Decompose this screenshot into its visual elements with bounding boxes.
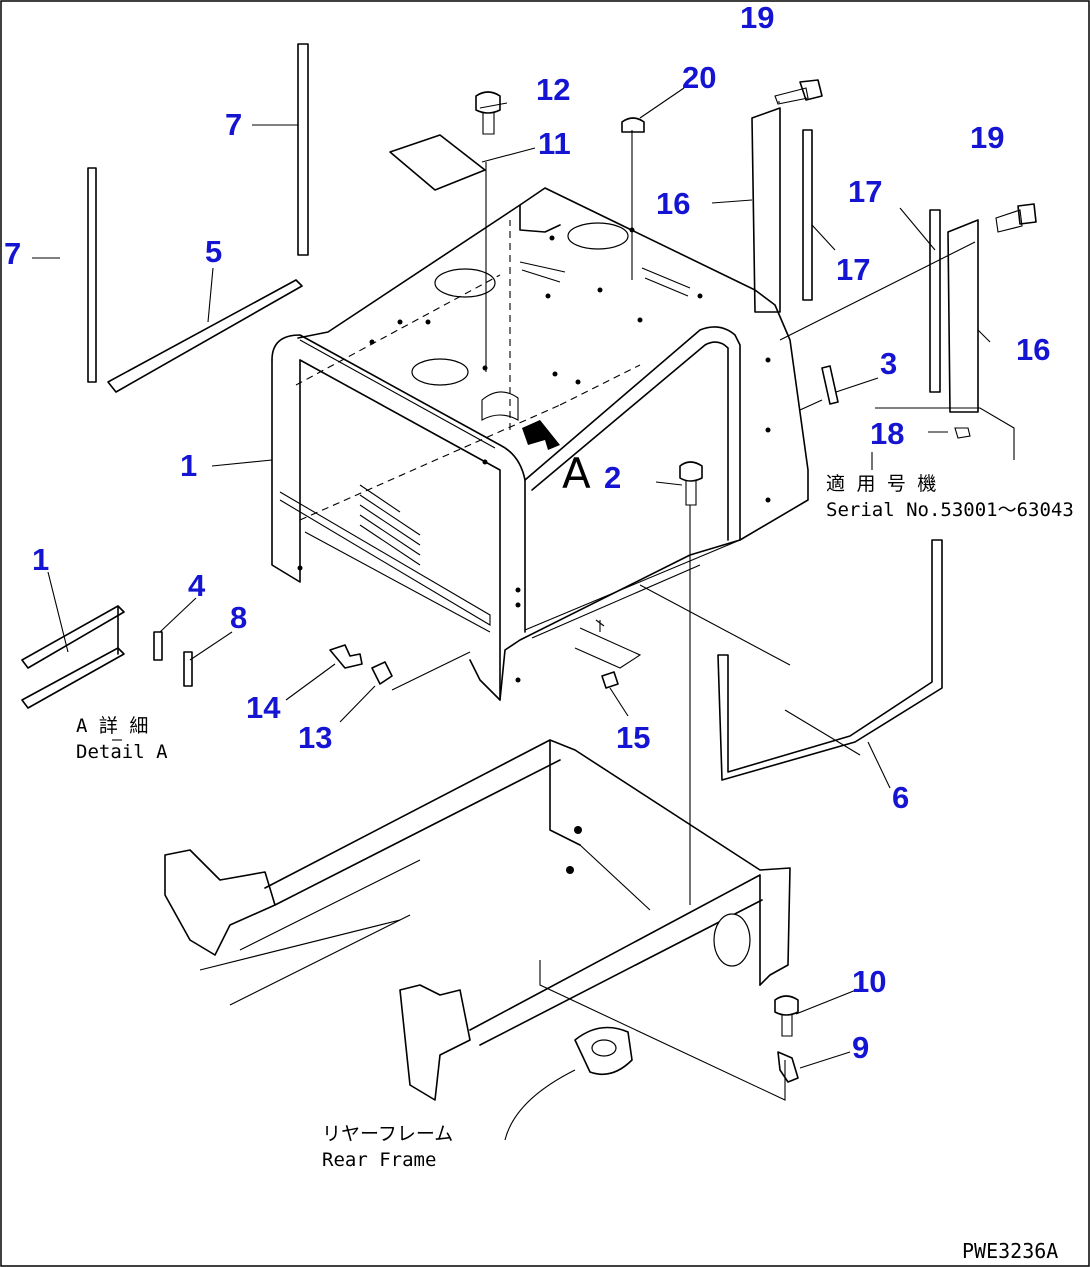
rear-frame <box>164 739 791 1141</box>
clip-9 <box>777 1051 799 1083</box>
callout-20: 20 <box>682 60 716 95</box>
callout-16-left: 16 <box>656 186 690 221</box>
callout-12: 12 <box>536 72 570 107</box>
callout-18: 18 <box>870 416 904 451</box>
seal-strip-5 <box>107 279 303 393</box>
engine-hood <box>271 187 809 701</box>
callout-7-left: 7 <box>4 236 21 271</box>
dashed-assembly-lines <box>295 220 641 521</box>
callout-15: 15 <box>616 720 650 755</box>
detail-a-arrow <box>522 420 560 450</box>
callout-17-lower: 17 <box>836 252 870 287</box>
callout-19-upper: 19 <box>740 0 774 35</box>
seal-strip-17-right <box>929 209 941 393</box>
serial-label-en: Serial No.53001～63043 <box>826 499 1074 521</box>
callout-2: 2 <box>604 460 621 495</box>
callout-16-right: 16 <box>1016 332 1050 367</box>
hood-louvre-vent <box>359 261 691 566</box>
seal-strip-7-upper <box>297 43 309 256</box>
plug-20 <box>621 117 645 133</box>
side-panel-16-left <box>751 107 781 313</box>
callout-14: 14 <box>246 690 281 725</box>
callout-11: 11 <box>538 126 571 161</box>
detail-label-en: Detail A <box>76 741 168 763</box>
callout-5: 5 <box>205 234 222 269</box>
callout-19-right: 19 <box>970 120 1004 155</box>
cover-plate-11 <box>389 134 486 191</box>
callout-8: 8 <box>230 600 247 635</box>
tab-18 <box>954 427 971 439</box>
callout-9: 9 <box>852 1030 869 1065</box>
bolt-19-right <box>995 203 1037 233</box>
detail-a-sketch <box>21 605 193 709</box>
hood-opening <box>434 268 496 298</box>
callout-13: 13 <box>298 720 332 755</box>
seal-strip-17-left <box>802 129 813 301</box>
rear-frame-label-jp: リヤーフレーム <box>322 1123 453 1145</box>
seal-strip-7-left <box>87 167 97 383</box>
hood-bolt-holes <box>297 227 771 683</box>
bolt-19-upper <box>774 79 823 105</box>
hood-guide-line <box>784 709 861 756</box>
callout-10: 10 <box>852 964 886 999</box>
view-letter-a: A <box>562 449 591 498</box>
hood-guide-line <box>639 584 791 666</box>
clip-13 <box>371 661 393 685</box>
callout-4: 4 <box>188 568 206 603</box>
detail-label-jp: A 詳 細 <box>76 715 148 737</box>
hood-opening <box>411 358 469 386</box>
callout-1-detail: 1 <box>32 542 49 577</box>
side-panel-16-right <box>947 219 979 413</box>
callout-17-upper: 17 <box>848 174 882 209</box>
serial-label-jp: 適 用 号 機 <box>826 473 936 495</box>
leader-lines <box>32 87 1015 1069</box>
hood-opening <box>567 222 629 250</box>
callout-6: 6 <box>892 780 909 815</box>
callout-1: 1 <box>180 448 197 483</box>
bolt-10 <box>774 995 799 1037</box>
drawing-code: PWE3236A <box>962 1239 1058 1263</box>
callout-7-upper: 7 <box>225 107 242 142</box>
clip-3 <box>821 365 839 405</box>
bolt-2 <box>679 461 703 506</box>
bolt-14 <box>329 644 363 669</box>
callout-3: 3 <box>880 346 897 381</box>
bolt-12 <box>475 91 501 135</box>
rear-frame-label-en: Rear Frame <box>322 1149 436 1171</box>
nut-15 <box>601 671 619 689</box>
seal-frame-6 <box>717 539 943 781</box>
